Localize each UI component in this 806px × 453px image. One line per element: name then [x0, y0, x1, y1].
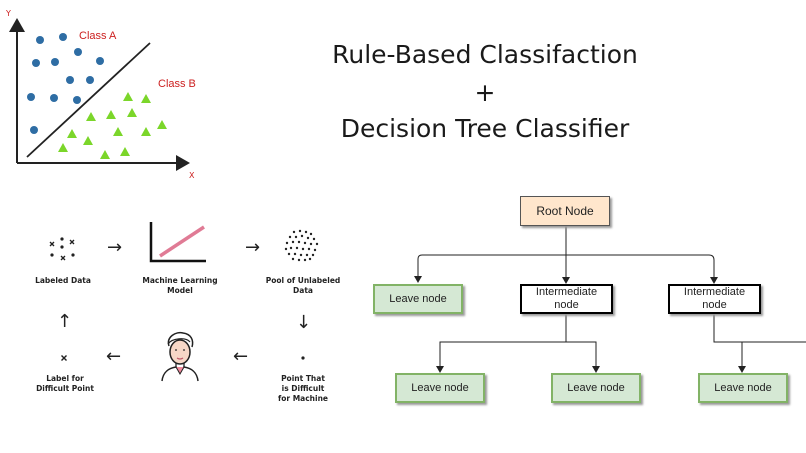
class-a-point [36, 36, 44, 44]
class-b-point [157, 120, 167, 129]
class-b-point [86, 112, 96, 121]
y-axis-label: Y [5, 9, 11, 18]
class-scatter-plot: Y X Class A Class B [5, 9, 196, 180]
class-b-point [106, 110, 116, 119]
label-point-caption: Label for Difficult Point [22, 374, 108, 394]
class-a-point [96, 57, 104, 65]
class-b-point [141, 127, 151, 136]
intermediate-node-line-2: node [702, 299, 727, 311]
human-annotator-icon [161, 331, 199, 382]
class-b-point [58, 143, 68, 152]
arrow-annotator-to-label: ← [106, 346, 122, 367]
class-a-point [86, 76, 94, 84]
class-b-point [100, 150, 110, 159]
ml-model-caption-line-2: Model [167, 286, 193, 295]
arrow-point-to-annotator: ← [233, 346, 249, 367]
class-b-point [67, 129, 77, 138]
class-a-point [50, 94, 58, 102]
class-a-point [32, 59, 40, 67]
class-a-point [73, 96, 81, 104]
label-point-caption-line-2: Difficult Point [36, 384, 94, 393]
arrow-pool-to-point: ↓ [296, 312, 312, 333]
difficult-point-caption-line-1: Point That [281, 374, 325, 383]
intermediate-node-line-1: Intermediate [535, 286, 598, 298]
label-point-icon [61, 355, 67, 361]
unlabeled-pool-caption: Pool of Unlabeled Data [258, 276, 348, 296]
class-b-label: Class B [158, 78, 196, 90]
arrow-model-to-pool: → [245, 237, 261, 258]
x-axis-label: X [189, 171, 195, 180]
arrow-label-to-data: ↑ [57, 311, 73, 332]
leaf-node: Leave node [698, 373, 788, 403]
title-plus: + [474, 78, 496, 107]
leaf-node: Leave node [551, 373, 641, 403]
class-b-point [113, 127, 123, 136]
ml-model-icon [149, 222, 206, 263]
class-b-points [58, 92, 167, 159]
label-point-caption-line-1: Label for [46, 374, 84, 383]
class-b-point [120, 147, 130, 156]
intermediate-node-line-2: node [554, 299, 579, 311]
class-a-point [59, 33, 67, 41]
difficult-point-caption: Point That is Difficult for Machine [260, 374, 346, 404]
class-a-point [27, 93, 35, 101]
class-b-point [141, 94, 151, 103]
class-a-points [27, 33, 104, 134]
difficult-point-caption-line-3: for Machine [277, 394, 329, 403]
difficult-point-icon [301, 356, 305, 360]
labeled-data-caption: Labeled Data [35, 276, 91, 285]
title-line-2: Decision Tree Classifier [340, 114, 630, 143]
decision-boundary [26, 42, 151, 158]
class-a-point [51, 58, 59, 66]
root-node: Root Node [520, 196, 610, 226]
title-line-1: Rule-Based Classifaction [332, 40, 638, 69]
class-b-point [123, 92, 133, 101]
arrow-labeled-to-model: → [107, 237, 123, 258]
class-a-point [30, 126, 38, 134]
difficult-point-caption-line-2: is Difficult [281, 384, 325, 393]
unlabeled-pool-icon [284, 229, 319, 262]
class-a-point [66, 76, 74, 84]
unlabeled-pool-caption-line-2: Data [293, 286, 313, 295]
ml-model-caption-line-1: Machine Learning [142, 276, 218, 285]
leaf-node: Leave node [395, 373, 485, 403]
labeled-data-icon [49, 237, 75, 261]
class-b-point [127, 108, 137, 117]
leaf-node: Leave node [373, 284, 463, 314]
class-b-point [83, 136, 93, 145]
unlabeled-pool-caption-line-1: Pool of Unlabeled [265, 276, 341, 285]
class-a-label: Class A [79, 30, 117, 42]
ml-model-caption: Machine Learning Model [136, 276, 224, 296]
class-a-point [74, 48, 82, 56]
intermediate-node-line-1: Intermediate [683, 286, 746, 298]
